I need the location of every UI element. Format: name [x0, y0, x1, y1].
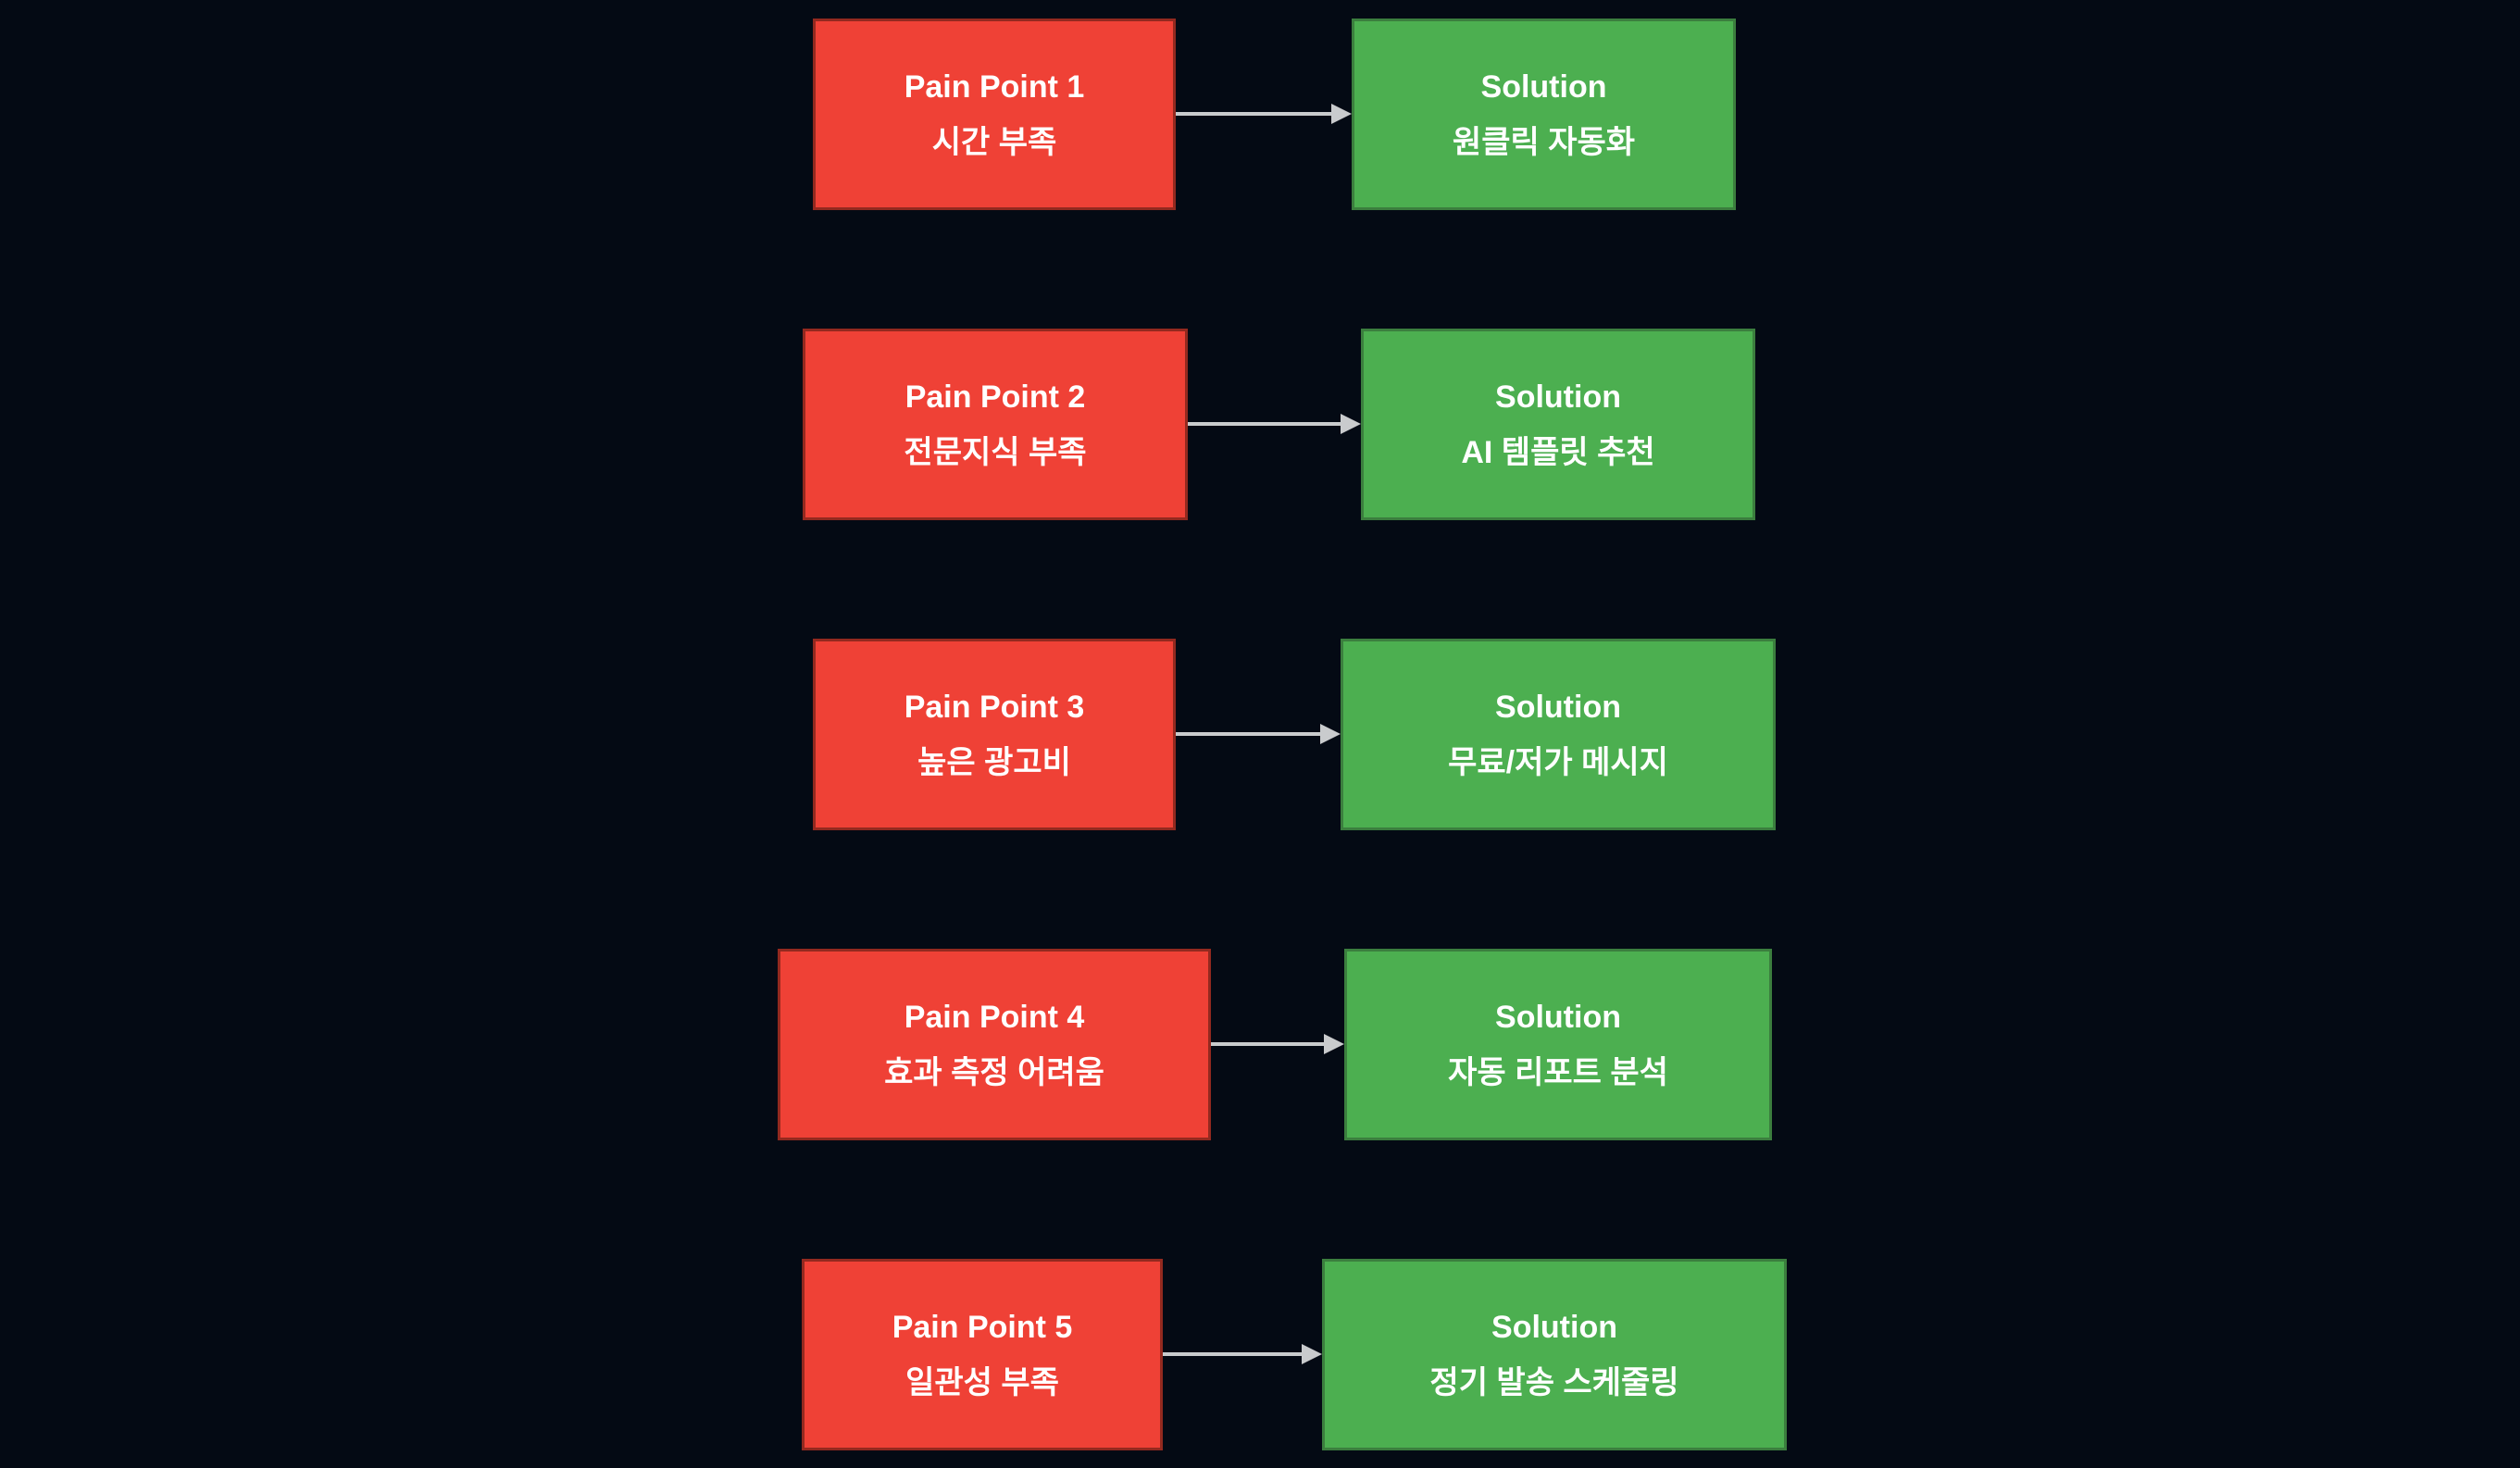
arrow-line	[1211, 1042, 1326, 1046]
arrow-head-icon	[1302, 1344, 1322, 1364]
solution-title: Solution	[1495, 379, 1621, 415]
arrow-connector-2	[1188, 414, 1361, 434]
solution-title: Solution	[1491, 1309, 1617, 1345]
arrow-connector-1	[1176, 104, 1352, 124]
pain-point-title: Pain Point 1	[904, 68, 1085, 105]
solution-box-2: Solution AI 템플릿 추천	[1361, 329, 1755, 520]
solution-box-4: Solution 자동 리포트 분석	[1344, 949, 1772, 1140]
arrow-connector-3	[1176, 724, 1341, 744]
pain-point-box-4: Pain Point 4 효과 측정 어려움	[778, 949, 1211, 1140]
pain-point-title: Pain Point 4	[904, 999, 1085, 1035]
pain-point-subtitle: 전문지식 부족	[904, 434, 1087, 470]
solution-title: Solution	[1480, 68, 1607, 105]
solution-box-1: Solution 원클릭 자동화	[1352, 19, 1736, 210]
arrow-line	[1188, 422, 1342, 426]
arrow-line	[1176, 732, 1322, 736]
solution-box-3: Solution 무료/저가 메시지	[1341, 639, 1776, 830]
pain-point-subtitle: 높은 광고비	[917, 744, 1071, 780]
solution-title: Solution	[1495, 999, 1621, 1035]
solution-subtitle: 정기 발송 스케줄링	[1429, 1364, 1679, 1400]
solution-subtitle: 무료/저가 메시지	[1448, 744, 1668, 780]
arrow-connector-5	[1163, 1344, 1322, 1364]
pain-point-title: Pain Point 3	[904, 689, 1085, 725]
pain-point-box-5: Pain Point 5 일관성 부족	[802, 1259, 1163, 1450]
solution-subtitle: 자동 리포트 분석	[1448, 1054, 1668, 1090]
arrow-head-icon	[1331, 104, 1352, 124]
arrow-line	[1176, 112, 1333, 116]
pain-point-subtitle: 일관성 부족	[905, 1364, 1059, 1400]
pain-point-box-2: Pain Point 2 전문지식 부족	[803, 329, 1188, 520]
arrow-head-icon	[1320, 724, 1341, 744]
pain-point-title: Pain Point 5	[892, 1309, 1073, 1345]
solution-box-5: Solution 정기 발송 스케줄링	[1322, 1259, 1787, 1450]
solution-subtitle: 원클릭 자동화	[1452, 124, 1636, 160]
pain-point-title: Pain Point 2	[904, 379, 1086, 415]
pain-point-box-3: Pain Point 3 높은 광고비	[813, 639, 1176, 830]
solution-subtitle: AI 템플릿 추천	[1461, 434, 1655, 470]
pain-point-subtitle: 시간 부족	[931, 124, 1057, 160]
pain-point-box-1: Pain Point 1 시간 부족	[813, 19, 1176, 210]
arrow-line	[1163, 1352, 1304, 1356]
arrow-head-icon	[1341, 414, 1361, 434]
arrow-head-icon	[1324, 1034, 1344, 1054]
arrow-connector-4	[1211, 1034, 1344, 1054]
solution-title: Solution	[1495, 689, 1621, 725]
pain-point-subtitle: 효과 측정 어려움	[884, 1054, 1104, 1090]
